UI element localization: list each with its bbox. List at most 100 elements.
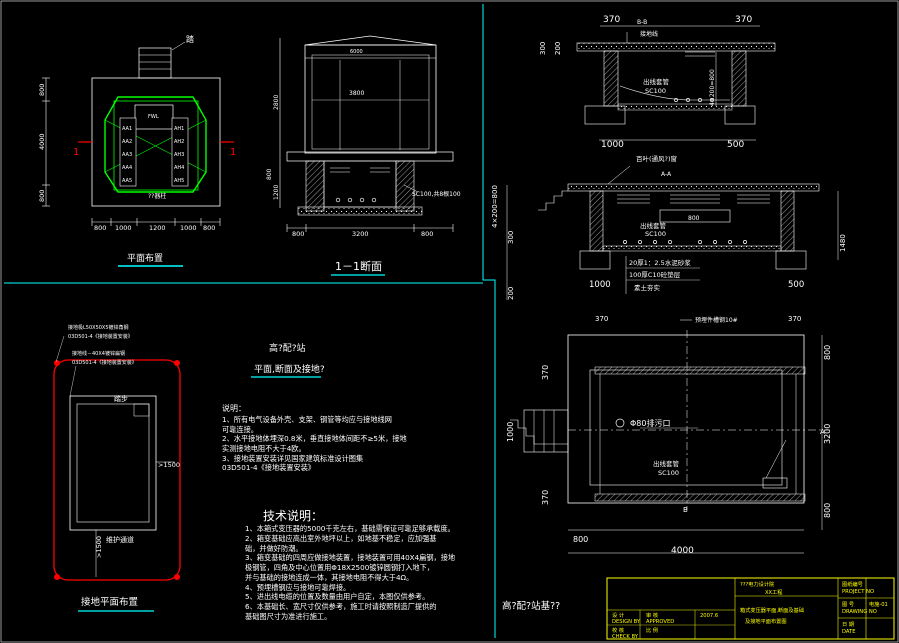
- found-cut-b: B: [683, 506, 688, 514]
- found-dim-l1: 370: [541, 365, 550, 380]
- secaa-layer-3: 素土夯实: [634, 283, 661, 292]
- notes-item-5: 3、接地装置安装详见国家建筑标准设计图集: [222, 453, 364, 463]
- gnd-bottom-label: 维护通道: [106, 535, 134, 544]
- secbb-dim-b1: 1000: [601, 140, 624, 150]
- plan-dim-b5: 800: [203, 224, 215, 232]
- found-dim-l3: 370: [541, 490, 550, 505]
- found-dim-b2: 4000: [671, 546, 694, 556]
- sec11-left-dim-1: 1200: [273, 185, 280, 200]
- notes-item-4: 实测接地电阻不大于4欧。: [222, 443, 306, 453]
- tech-item-9: 6、本基础长、宽尺寸仅供参考，施工时请按照制造厂提供的: [245, 601, 437, 611]
- tech-item-3: 础，并做好防潮。: [245, 543, 303, 553]
- gnd-ann-2: 接地线－40X4镀锌扁钢: [72, 350, 125, 357]
- gnd-dim-left: >1500: [95, 536, 103, 558]
- tech-block: 技术说明： 1、本箱式变压器的5000千克左右，基础需保证可靠足够承载度。 2、…: [245, 508, 485, 621]
- sec11-top-label: 6000: [350, 49, 363, 55]
- secbb-right-dim: 4×200=800: [709, 69, 716, 106]
- gnd-ann-2b: 03D501-4《接地装置安装》: [72, 359, 137, 366]
- secbb-left-dim-2: 200: [554, 42, 562, 55]
- plan-door-label: 踏: [186, 34, 194, 44]
- tech-heading: 技术说明：: [263, 509, 324, 523]
- gnd-ann-1: 接地极L50X50X5镀锌角钢: [68, 324, 129, 331]
- secaa-left-dim-2: 300: [507, 231, 515, 244]
- plan-dim-b1: 800: [94, 224, 106, 232]
- sec11-inner-width: 3800: [349, 90, 364, 97]
- found-cut-a: A: [820, 428, 825, 436]
- found-dim-t2: 370: [788, 315, 801, 323]
- found-dim-r3: 800: [823, 503, 832, 518]
- tb-scale: 比 例: [646, 626, 658, 634]
- secbb-pipe-spec: SC100: [645, 87, 666, 95]
- plan-dim-b3: 1200: [149, 224, 166, 232]
- section-b-b: B-B 370 370 接地线 出线套管 SC100 4×200=800 300…: [539, 15, 776, 150]
- tb-project-no: 图纸编号: [842, 580, 863, 588]
- notes-item-6: 03D501-4《接地装置安装》: [222, 463, 316, 473]
- tb-draw-no: 电施-01: [869, 600, 888, 608]
- notes-item-3: 2、水平接地体埋深0.8米，垂直接地体间距不≥5米，接地: [222, 434, 407, 444]
- tb-design: 设 计: [612, 611, 624, 619]
- secaa-dim-b1: 1000: [589, 280, 611, 290]
- tech-item-1: 1、本箱式变压器的5000千克左右，基础需保证可靠足够承载度。: [245, 524, 455, 534]
- secbb-pipe-label: 出线套管: [643, 77, 670, 86]
- tb-stamp: 2007.6: [700, 613, 718, 619]
- plan-transformer-label: ??器柱: [148, 192, 166, 200]
- notes-heading: 说明：: [222, 404, 246, 413]
- secaa-layer-2: 100厚C10砼垫层: [629, 270, 681, 279]
- secaa-layer-1: 20厚1：2.5水泥砂浆: [629, 258, 691, 267]
- found-dim-l2: 1000: [506, 422, 515, 442]
- secaa-left-dim-1: 4×200=800: [491, 185, 499, 228]
- gnd-ann-1b: 03D501-4《接地装置安装》: [68, 333, 133, 340]
- secaa-center-dim: 800: [688, 215, 700, 222]
- tb-drawing-name: 箱式变压器平面,断面及基础: [740, 606, 804, 614]
- gnd-title: 接地平面布置: [81, 596, 138, 608]
- notes-item-1: 1、所有电气设备外壳、支架、钢管等均应与接地线网: [222, 414, 392, 424]
- notes-item-2: 可靠连接。: [222, 424, 258, 434]
- plan-panel-left-5: AA5: [122, 178, 132, 184]
- plan-panel-right-1: AH1: [174, 126, 184, 132]
- section-1-1: 6000 3800 SC100,共8根100 2800 1200 800: [266, 35, 461, 276]
- secaa-dim-b2: 500: [788, 280, 804, 290]
- drawing-title: 高?配?站基??: [502, 600, 560, 612]
- secaa-top-label: 百叶(通风?)窗: [636, 154, 677, 163]
- found-dim-t1: 370: [595, 315, 608, 323]
- sec11-height-dim: 2800: [273, 95, 280, 110]
- tech-item-4: 3、箱变基础的四周应做接地装置，接地装置可用40X4扁钢，接地: [245, 553, 456, 563]
- sec11-title: 1－1断面: [335, 259, 382, 273]
- secaa-left-dim-3: 200: [507, 287, 515, 300]
- sec11-left-dim-2: 800: [266, 168, 273, 180]
- found-pipe-label: 出线套管: [653, 459, 680, 468]
- title-block: ???电力设计院 XX工程 箱式变压器平面,断面及基础 及接地平面布置图 设 计…: [606, 577, 895, 640]
- secbb-dim-t2: 370: [735, 15, 752, 25]
- tech-item-7: 4、预埋槽钢应与接地可靠焊接。: [245, 582, 351, 592]
- tb-date-en: DATE: [842, 629, 856, 635]
- secaa-right-dim: 1480: [839, 234, 847, 252]
- plan-dim-b2: 1000: [115, 224, 132, 232]
- secbb-dim-b2: 500: [727, 140, 744, 150]
- secbb-dim-t1: 370: [603, 15, 620, 25]
- tb-date: 日 期: [842, 621, 854, 628]
- tech-item-2: 2、箱变基础应高出室外地坪以上，如地基不稳定，应加强基: [245, 533, 437, 543]
- plan-dim-l2: 4000: [38, 133, 46, 150]
- secbb-title: B-B: [637, 19, 647, 26]
- notes-block: 说明： 1、所有电气设备外壳、支架、钢管等均应与接地线网 可靠连接。 2、水平接…: [222, 404, 462, 473]
- plan-panel-left-2: AA2: [122, 139, 132, 145]
- sec11-dim-b2: 3200: [352, 230, 369, 238]
- plan-panel-left-3: AA3: [122, 152, 132, 158]
- plan-panel-right-5: AH5: [174, 178, 184, 184]
- found-hole-label: Φ80排污口: [630, 418, 670, 428]
- found-pipe-spec: SC100: [658, 469, 679, 477]
- tb-approve-en: APPROVED: [646, 619, 674, 625]
- tb-check: 校 核: [612, 626, 624, 634]
- tb-drawing-no: 图 号: [842, 601, 854, 608]
- secaa-pipe-spec: SC100: [645, 230, 666, 238]
- plan-panel-right-4: AH4: [174, 165, 184, 171]
- found-top-note: 预埋件槽钢10#: [695, 316, 738, 324]
- tb-design-en: DESIGN BY: [612, 619, 641, 625]
- foundation-plan: 370 370 预埋件槽钢10# Φ80排污口 出线套管 SC100 A B 8…: [506, 315, 832, 556]
- section-heading-2: 平面,断面及接地?: [254, 363, 325, 375]
- secaa-pipe-label: 出线套管: [640, 221, 667, 230]
- plan-dim-l1: 800: [38, 84, 46, 96]
- tb-company: ???电力设计院: [740, 580, 775, 588]
